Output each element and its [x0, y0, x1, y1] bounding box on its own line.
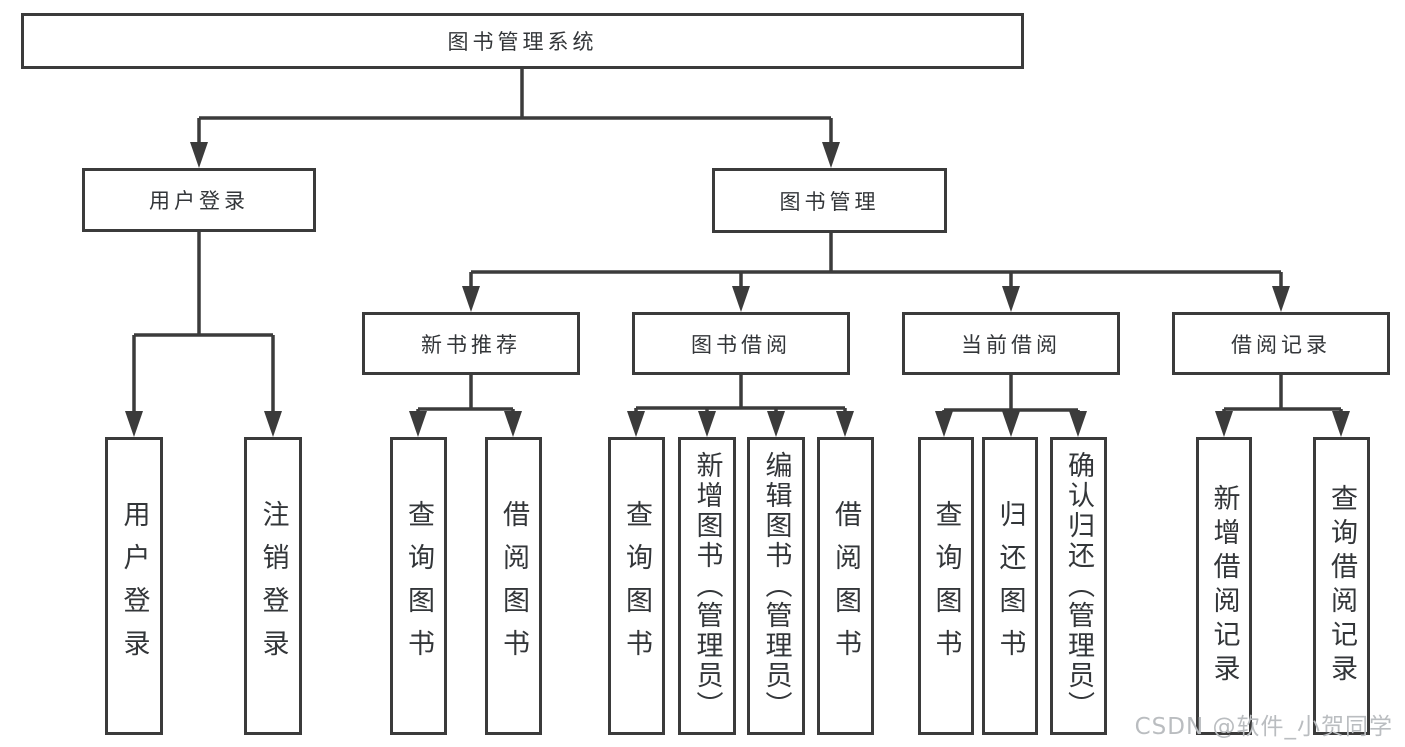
arrowhead — [462, 286, 480, 312]
arrowhead — [504, 411, 522, 437]
arrowhead — [125, 411, 143, 437]
node-borrow-borrow-books: 借阅图书 — [817, 437, 874, 735]
edge-root-to-level2 — [190, 69, 840, 168]
arrowhead — [1272, 286, 1290, 312]
node-borrow-edit-books-admin: 编辑图书（管理员） — [747, 437, 805, 735]
node-label: 注销登录 — [257, 500, 289, 672]
node-label: 编辑图书（管理员） — [760, 451, 792, 721]
node-label: 归还图书 — [994, 500, 1026, 672]
arrowhead — [1332, 411, 1350, 437]
node-label: 借阅图书 — [830, 500, 861, 672]
edge-new-book-recommend-to-leaves — [409, 375, 522, 437]
node-book-borrow: 图书借阅 — [632, 312, 850, 375]
node-current-query-books: 查询图书 — [918, 437, 974, 735]
node-new-book-recommend: 新书推荐 — [362, 312, 580, 375]
node-label: 借阅记录 — [1231, 332, 1331, 357]
edge-borrow-records-to-leaves — [1215, 375, 1350, 437]
node-logout: 注销登录 — [244, 437, 302, 735]
node-borrow-query-books: 查询图书 — [608, 437, 665, 735]
node-records-add-record: 新增借阅记录 — [1196, 437, 1252, 735]
node-label: 借阅图书 — [498, 500, 529, 672]
node-current-borrow: 当前借阅 — [902, 312, 1120, 375]
arrowhead — [767, 411, 785, 437]
arrowhead — [627, 411, 645, 437]
node-label: 用户登录 — [118, 500, 150, 672]
node-label: 用户登录 — [149, 189, 249, 213]
node-label: 新增图书（管理员） — [691, 451, 723, 721]
node-label: 查询借阅记录 — [1326, 484, 1357, 688]
arrowhead — [935, 411, 953, 437]
edge-book-management-to-level3 — [462, 233, 1290, 312]
arrowhead — [698, 411, 716, 437]
node-label: 图书管理系统 — [447, 30, 598, 54]
node-label: 查询图书 — [930, 500, 962, 672]
node-current-confirm-return-admin: 确认归还（管理员） — [1050, 437, 1107, 735]
node-borrow-add-books-admin: 新增图书（管理员） — [678, 437, 736, 735]
node-current-return-books: 归还图书 — [982, 437, 1038, 735]
arrowhead — [822, 142, 840, 168]
node-user-login: 用户登录 — [82, 168, 316, 232]
arrowhead — [264, 411, 282, 437]
edge-book-borrow-to-leaves — [627, 375, 854, 437]
arrowhead — [190, 142, 208, 168]
node-recommend-borrow-books: 借阅图书 — [485, 437, 542, 735]
arrowhead — [1002, 286, 1020, 312]
node-book-management: 图书管理 — [712, 168, 947, 233]
node-user-login-leaf: 用户登录 — [105, 437, 163, 735]
node-label: 查询图书 — [403, 500, 434, 672]
arrowhead — [1069, 411, 1087, 437]
node-label: 查询图书 — [621, 500, 652, 672]
node-label: 图书管理 — [779, 189, 880, 214]
node-label: 确认归还（管理员） — [1063, 451, 1094, 721]
arrowhead — [409, 411, 427, 437]
arrowhead — [836, 411, 854, 437]
edge-user-login-to-leaves — [125, 232, 282, 437]
watermark: CSDN @软件_小贺同学 — [1134, 714, 1393, 740]
node-label: 当前借阅 — [961, 332, 1061, 357]
node-label: 图书借阅 — [691, 332, 791, 357]
node-library-management-system: 图书管理系统 — [21, 13, 1024, 69]
arrowhead — [1002, 411, 1020, 437]
node-label: 新增借阅记录 — [1208, 484, 1240, 688]
node-label: 新书推荐 — [421, 332, 521, 357]
edge-current-borrow-to-leaves — [935, 375, 1087, 437]
arrowhead — [732, 286, 750, 312]
node-records-query-record: 查询借阅记录 — [1313, 437, 1370, 735]
arrowhead — [1215, 411, 1233, 437]
node-recommend-query-books: 查询图书 — [390, 437, 447, 735]
node-borrow-records: 借阅记录 — [1172, 312, 1390, 375]
